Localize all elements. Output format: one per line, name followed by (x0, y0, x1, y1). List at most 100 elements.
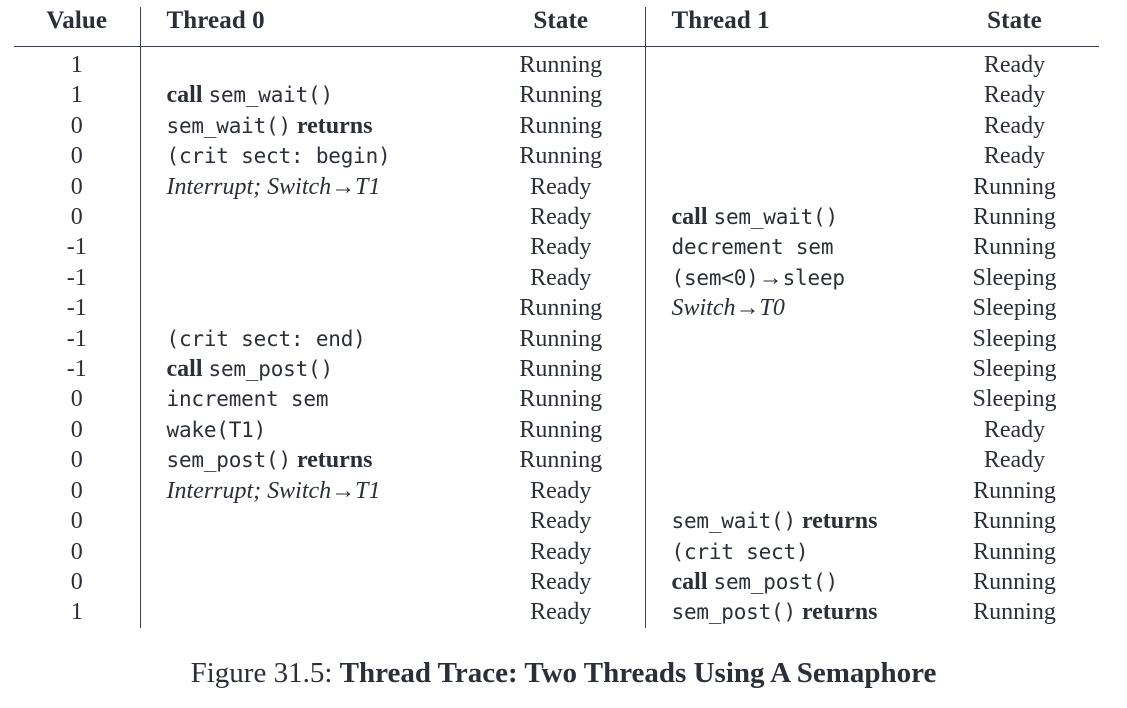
table-row: 0 Interrupt; Switch→T1 Ready Running (14, 171, 1099, 203)
cell-thread1-state: Sleeping (972, 386, 1057, 413)
cell-thread0-state: Running (519, 356, 603, 383)
cell-thread0-action (139, 536, 477, 567)
cell-thread1-state: Sleeping (972, 356, 1057, 383)
cell-thread0-state: Ready (530, 204, 592, 231)
cell-thread0-state: Ready (530, 173, 592, 200)
cell-thread0-action: Interrupt; Switch→T1 (139, 171, 477, 203)
cell-thread0-action (139, 506, 477, 537)
column-header-thread1: Thread 1 (644, 7, 930, 47)
cell-value: 0 (70, 204, 83, 231)
table-row: 0 increment sem Running Sleeping (14, 384, 1099, 415)
cell-thread1-state: Running (973, 538, 1056, 565)
cell-thread0-action (139, 597, 477, 628)
caption-prefix: Figure 31.5: (190, 657, 333, 689)
cell-thread0-state: Running (519, 112, 603, 139)
column-header-thread0: Thread 0 (139, 7, 477, 47)
cell-thread1-action: sem_wait() returns (644, 506, 930, 537)
cell-thread1-state: Ready (983, 112, 1046, 139)
cell-thread0-state: Running (519, 295, 603, 322)
cell-thread0-action (139, 46, 477, 81)
cell-thread1-action (644, 110, 930, 142)
cell-thread0-action: increment sem (139, 384, 477, 415)
cell-value: 0 (70, 568, 83, 595)
cell-value: 0 (70, 143, 83, 170)
cell-value: -1 (66, 356, 87, 383)
cell-thread0-state: Ready (530, 508, 592, 535)
cell-thread0-action: call sem_wait() (139, 80, 477, 111)
cell-value: 1 (70, 599, 83, 626)
cell-value: 0 (70, 386, 83, 413)
cell-thread1-action: call sem_wait() (644, 202, 930, 233)
cell-thread1-action: (crit sect) (644, 536, 930, 567)
cell-thread0-state: Running (519, 447, 603, 474)
cell-value: 0 (70, 173, 83, 200)
cell-thread1-action (644, 323, 930, 355)
cell-thread1-action (644, 475, 930, 507)
cell-thread1-state: Ready (983, 143, 1046, 170)
cell-thread1-state: Ready (983, 416, 1046, 443)
table-row: 0 Ready call sem_wait() Running (14, 202, 1099, 233)
cell-thread1-action (644, 80, 930, 111)
cell-thread1-state: Running (973, 477, 1056, 504)
cell-thread1-action (644, 171, 930, 203)
cell-thread1-state: Sleeping (972, 295, 1057, 322)
column-header-state1: State (987, 7, 1042, 34)
cell-thread1-state: Sleeping (972, 325, 1057, 352)
caption-title: Thread Trace: Two Threads Using A Semaph… (339, 657, 937, 689)
header-row: Value Thread 0 State Thread 1 State (14, 7, 1099, 47)
cell-thread0-state: Ready (530, 477, 592, 504)
table-row: -1 Running Switch→T0 Sleeping (14, 293, 1099, 324)
cell-thread1-state: Running (973, 173, 1056, 200)
cell-thread0-action (139, 202, 477, 233)
cell-thread0-state: Running (519, 386, 603, 413)
cell-thread1-action (644, 46, 930, 81)
cell-thread1-state: Running (973, 204, 1056, 231)
cell-thread0-action (139, 262, 477, 294)
cell-thread1-state: Running (973, 599, 1056, 626)
cell-value: 0 (70, 112, 83, 139)
cell-thread0-state: Ready (530, 538, 592, 565)
cell-thread0-state: Ready (530, 599, 592, 626)
cell-thread0-action: (crit sect: end) (139, 323, 477, 355)
cell-thread1-state: Sleeping (972, 264, 1057, 291)
cell-thread0-state: Running (519, 82, 603, 109)
cell-thread1-action (644, 414, 930, 446)
cell-thread1-state: Ready (983, 447, 1046, 474)
table-row: 0 Ready sem_wait() returns Running (14, 506, 1099, 537)
cell-thread0-action (139, 566, 477, 598)
cell-thread1-state: Ready (983, 52, 1046, 78)
cell-thread1-action: (sem<0)→sleep (644, 262, 930, 294)
cell-thread0-action: Interrupt; Switch→T1 (139, 475, 477, 507)
cell-thread1-action (644, 141, 930, 172)
cell-value: -1 (66, 295, 87, 322)
cell-value: 1 (70, 52, 83, 78)
column-header-value: Value (46, 7, 108, 34)
table-row: 1 Running Ready (14, 46, 1099, 81)
cell-value: -1 (66, 264, 87, 291)
cell-thread0-action: call sem_post() (139, 354, 477, 385)
figure-caption: Figure 31.5: Thread Trace: Two Threads U… (0, 652, 1127, 694)
table-row: -1 call sem_post() Running Sleeping (14, 354, 1099, 385)
table-row: 0 wake(T1) Running Ready (14, 414, 1099, 446)
cell-value: 0 (70, 416, 83, 443)
cell-thread0-action (139, 293, 477, 324)
cell-thread1-action: Switch→T0 (644, 293, 930, 324)
table-header: Value Thread 0 State Thread 1 State (14, 7, 1099, 47)
cell-thread0-state: Running (519, 52, 603, 78)
cell-value: 0 (70, 508, 83, 535)
cell-thread1-state: Running (973, 508, 1056, 535)
cell-value: 1 (70, 82, 83, 109)
cell-thread0-action: wake(T1) (139, 414, 477, 446)
cell-thread0-state: Ready (530, 234, 592, 261)
cell-thread0-state: Running (519, 416, 603, 443)
